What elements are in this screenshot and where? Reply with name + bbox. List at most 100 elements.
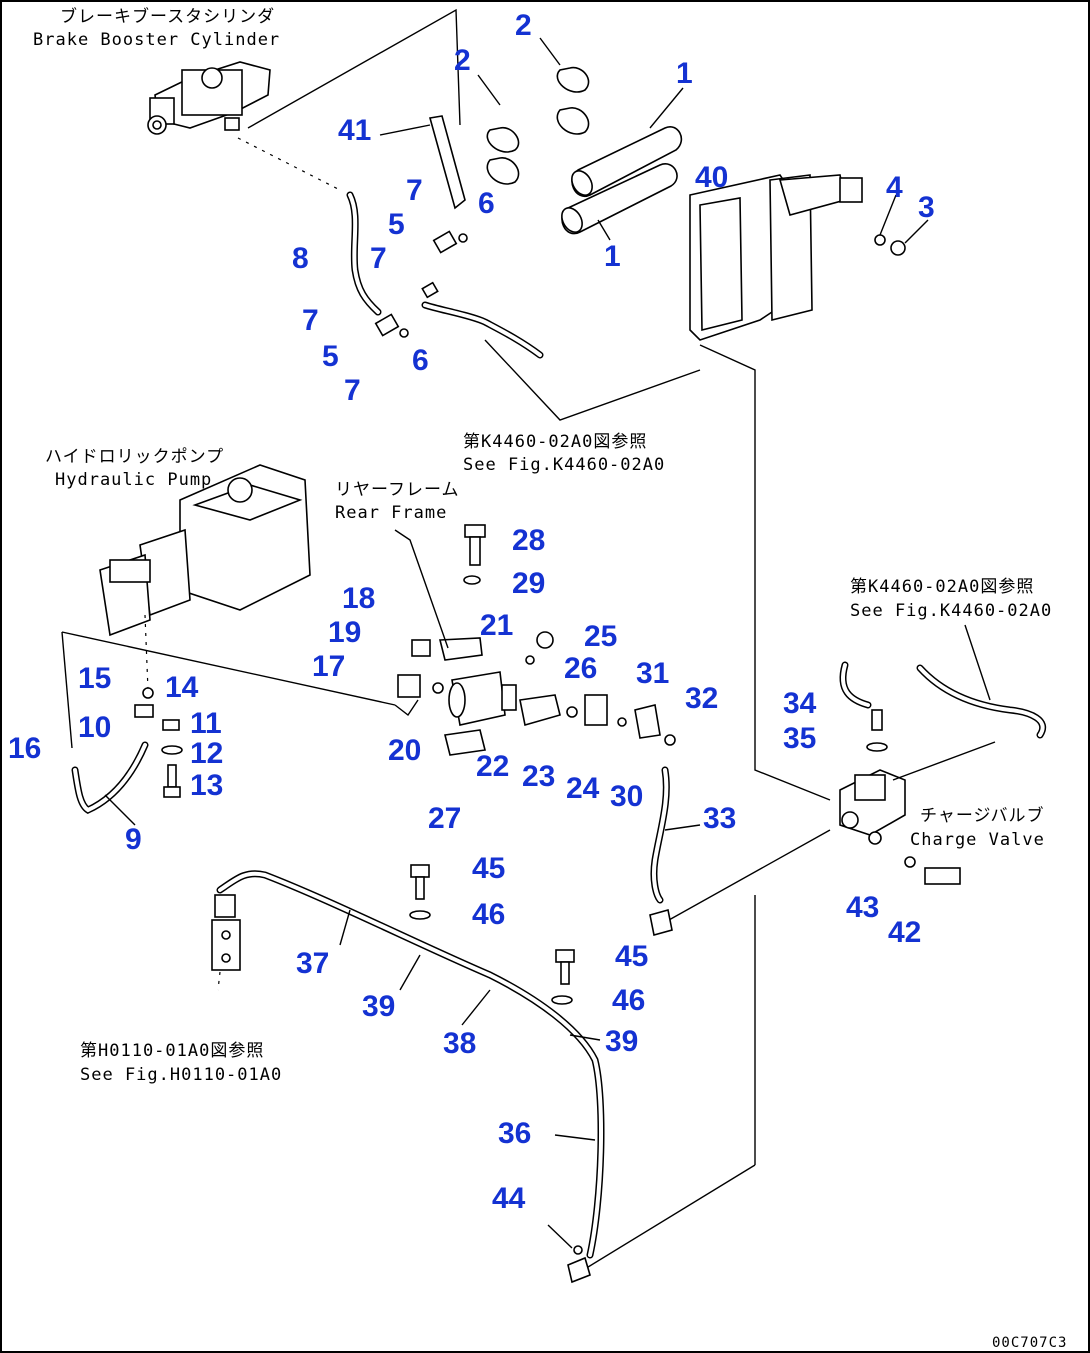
- hose-37-block: [211, 894, 241, 991]
- callout-20: 20: [388, 734, 421, 767]
- callout-42: 42: [888, 916, 921, 949]
- callout-31: 31: [636, 657, 669, 690]
- callout-28: 28: [512, 524, 545, 557]
- callout-7-b: 7: [370, 242, 387, 275]
- leader-38: [461, 989, 491, 1026]
- route-33-to-valve: [659, 829, 831, 926]
- callout-8: 8: [292, 242, 309, 275]
- callout-5-upper: 5: [388, 208, 405, 241]
- brake-booster-label-jp: ブレーキブースタシリンダ: [60, 6, 275, 27]
- callout-22: 22: [476, 750, 509, 783]
- ref-h0110-en: See Fig.H0110-01A0: [80, 1065, 282, 1085]
- callout-6-lower: 6: [412, 344, 429, 377]
- route-line-right: [699, 344, 831, 801]
- drawing-code: 00C707C3: [992, 1335, 1067, 1351]
- callout-33: 33: [703, 802, 736, 835]
- callout-29: 29: [512, 567, 545, 600]
- callout-2-right: 2: [515, 9, 532, 42]
- leader-39-right: [569, 1034, 601, 1041]
- leader-1-top: [649, 87, 684, 129]
- hose-lower-top: [421, 301, 544, 359]
- ref-k4460-right-en: See Fig.K4460-02A0: [850, 601, 1052, 621]
- rear-frame-label-en: Rear Frame: [335, 503, 447, 523]
- callout-32: 32: [685, 682, 718, 715]
- brake-booster-label-en: Brake Booster Cylinder: [33, 30, 280, 50]
- callout-26: 26: [564, 652, 597, 685]
- callout-1-bottom: 1: [604, 240, 621, 273]
- callout-19: 19: [328, 616, 361, 649]
- callout-44: 44: [492, 1182, 526, 1215]
- callout-25: 25: [584, 620, 617, 653]
- leader-37: [339, 909, 351, 946]
- callout-39-right: 39: [605, 1025, 638, 1058]
- leader-44: [547, 1224, 573, 1249]
- callout-45-lower: 45: [615, 940, 648, 973]
- callout-7-c: 7: [302, 304, 319, 337]
- leader-rear-frame: [394, 529, 449, 649]
- leader-brake-booster: [247, 8, 461, 129]
- callout-21: 21: [480, 609, 513, 642]
- leader-pump-to-valve: [61, 631, 396, 706]
- ref-h0110-jp: 第H0110-01A0図参照: [80, 1041, 264, 1061]
- leader-41: [379, 124, 431, 136]
- hydraulic-pump-label-jp: ハイドロリックポンプ: [45, 447, 224, 467]
- callout-34: 34: [783, 687, 817, 720]
- leader-2-left: [477, 74, 501, 106]
- callout-18: 18: [342, 582, 375, 615]
- charge-valve-drawing: [839, 709, 961, 885]
- callout-45-upper: 45: [472, 852, 505, 885]
- ref-k4460-top-en: See Fig.K4460-02A0: [463, 455, 665, 475]
- callout-2-left: 2: [454, 44, 471, 77]
- ref-k4460-top-jp: 第K4460-02A0図参照: [463, 432, 647, 452]
- charge-valve-label-en: Charge Valve: [910, 830, 1045, 850]
- fittings-group-pump: [134, 687, 183, 798]
- callout-30: 30: [610, 780, 643, 813]
- fitting-44: [567, 1256, 591, 1284]
- leader-9: [104, 794, 136, 826]
- ref-k4460-right-jp: 第K4460-02A0図参照: [850, 577, 1034, 597]
- callout-14: 14: [165, 671, 199, 704]
- rear-frame-label-jp: リヤーフレーム: [335, 480, 459, 500]
- callout-13: 13: [190, 769, 223, 802]
- bolts-45-46: [409, 864, 575, 1005]
- plate-18: [438, 637, 483, 661]
- leader-ref-k4460-right: [964, 624, 991, 701]
- callout-4: 4: [886, 171, 903, 204]
- bracket-41: [428, 115, 466, 210]
- clamps-2: [486, 66, 590, 185]
- callout-23: 23: [522, 760, 555, 793]
- part-22: [519, 694, 561, 727]
- callout-46-upper: 46: [472, 898, 505, 931]
- leader-1-bottom: [597, 219, 611, 241]
- callout-9: 9: [125, 823, 142, 856]
- leader-36: [554, 1134, 596, 1141]
- leader-4: [879, 194, 897, 236]
- leader-3: [904, 219, 929, 244]
- leader-17: [394, 699, 419, 717]
- route-bottom-to-fitting: [574, 1164, 756, 1276]
- bracket-40: [689, 174, 906, 341]
- hydraulic-pump-label-en: Hydraulic Pump: [55, 470, 212, 490]
- charge-valve-label-jp: チャージバルブ: [920, 805, 1044, 826]
- callout-37: 37: [296, 947, 329, 980]
- callout-7-d: 7: [344, 374, 361, 407]
- valve-assembly-drawing: [394, 524, 676, 756]
- callout-11: 11: [190, 707, 222, 740]
- callout-6-upper: 6: [478, 187, 495, 220]
- leader-16: [61, 631, 73, 749]
- leader-2-right: [539, 37, 561, 66]
- part-24: [584, 694, 608, 726]
- leader-ref-k4460-top: [484, 339, 701, 421]
- callout-36: 36: [498, 1117, 531, 1150]
- callout-24: 24: [566, 772, 600, 805]
- dash-pump-port: [144, 614, 149, 691]
- callout-17: 17: [312, 650, 345, 683]
- callout-39-left: 39: [362, 990, 395, 1023]
- route-charge-to-right: [892, 741, 996, 781]
- hose-ref-right: [916, 664, 1046, 739]
- callout-41: 41: [338, 114, 371, 147]
- callout-40: 40: [695, 161, 728, 194]
- dash-booster-to-hose: [237, 137, 341, 191]
